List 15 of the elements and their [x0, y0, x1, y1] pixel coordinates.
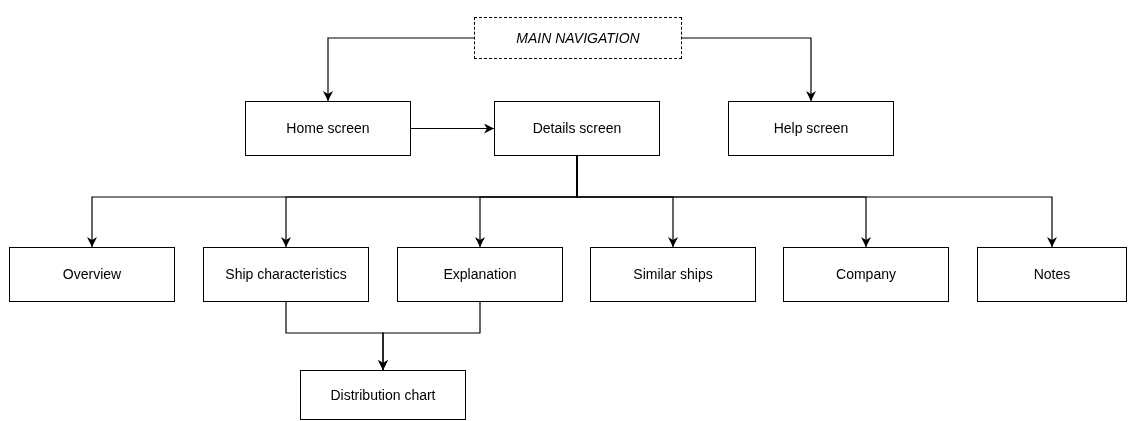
- arrow: [378, 301, 481, 371]
- screen-box: Company: [783, 247, 949, 302]
- screen-box: Help screen: [728, 101, 894, 156]
- screen-box: Notes: [977, 247, 1127, 302]
- arrow: [681, 37, 816, 102]
- screen-box: Similar ships: [590, 247, 756, 302]
- screen-box: Distribution chart: [300, 370, 466, 420]
- screen-box: Home screen: [245, 101, 411, 156]
- screen-box: Explanation: [397, 247, 563, 302]
- section-label-box: MAIN NAVIGATION: [474, 17, 682, 59]
- screen-box: Overview: [9, 247, 175, 302]
- arrow: [323, 37, 475, 102]
- screen-box: Ship characteristics: [203, 247, 369, 302]
- screen-box: Details screen: [494, 101, 660, 156]
- arrow: [410, 123, 495, 134]
